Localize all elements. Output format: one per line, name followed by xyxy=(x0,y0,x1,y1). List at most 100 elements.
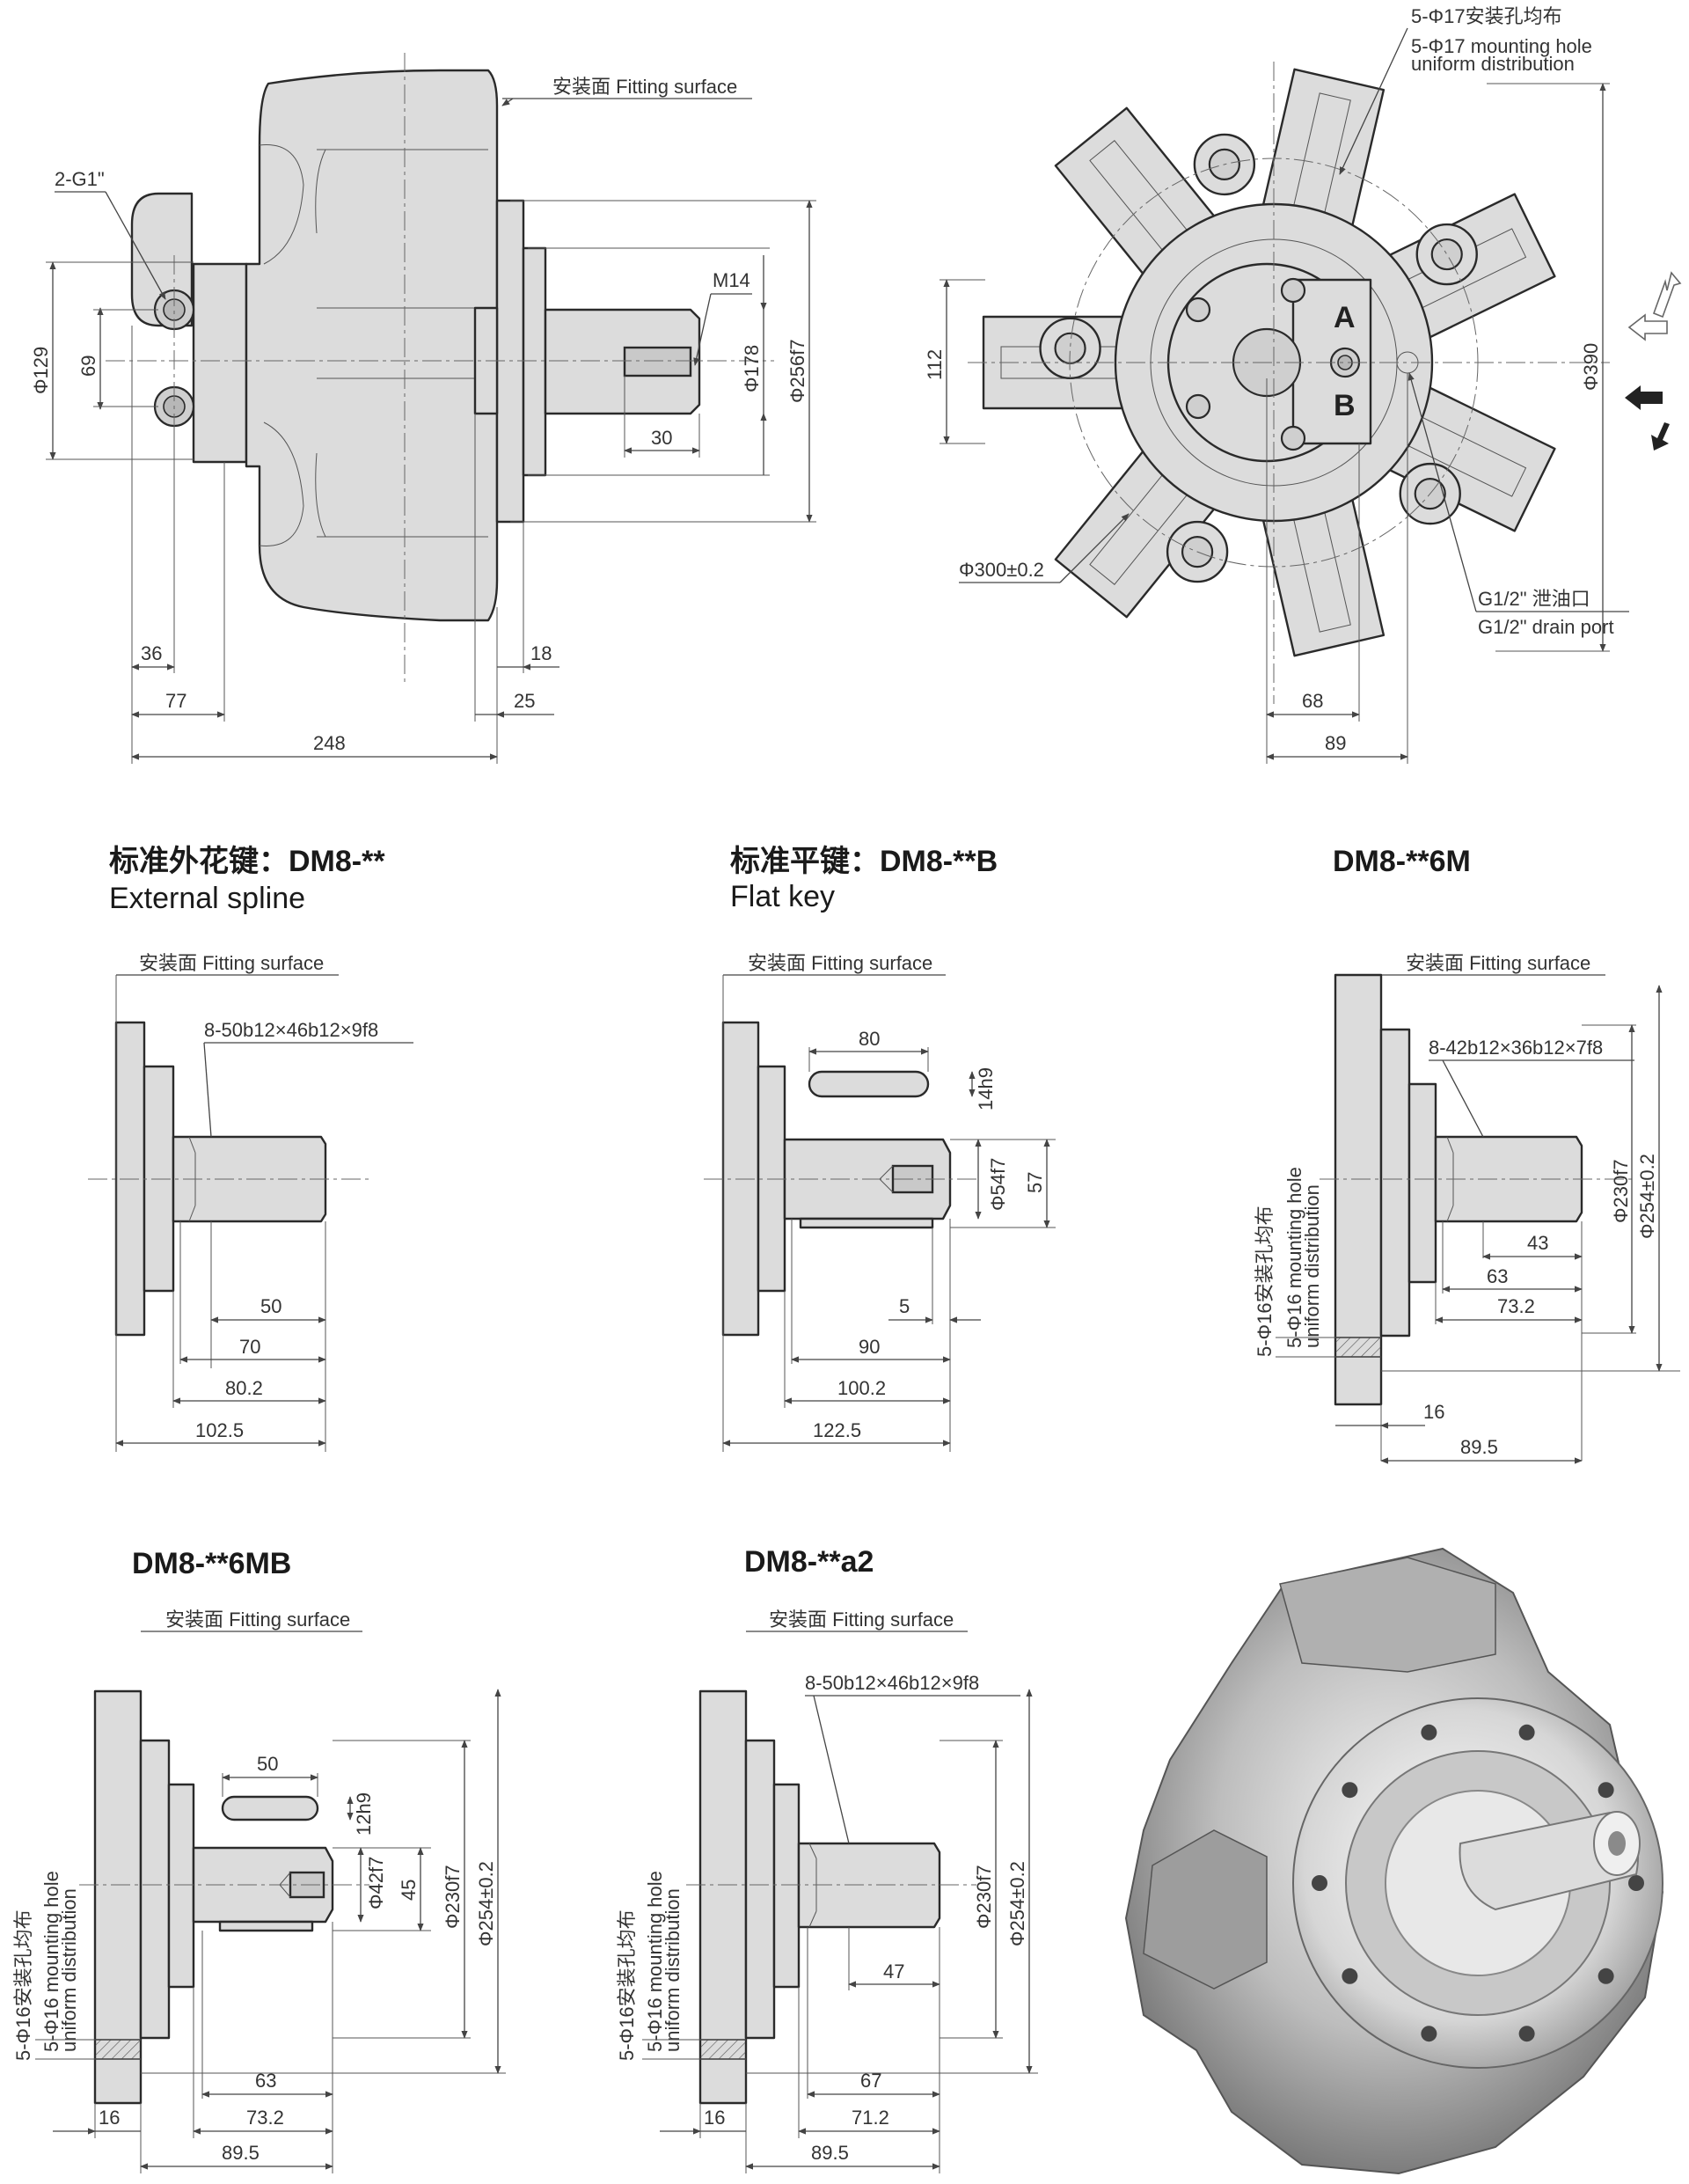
dim-phi390: Φ390 xyxy=(1580,343,1602,391)
svg-text:5: 5 xyxy=(899,1295,910,1317)
side-view-housing xyxy=(245,69,499,622)
variant-a2: DM8-**a2 安装面 Fitting surface 8-50b12×46b… xyxy=(616,1545,1038,2173)
flange-bolt xyxy=(1342,1782,1358,1799)
variant-1-title: 标准外花键：DM8-** xyxy=(109,845,385,878)
mounting-hole xyxy=(1054,332,1086,364)
svg-text:43: 43 xyxy=(1527,1232,1548,1254)
side-view-cylinder-lines xyxy=(315,149,488,538)
svg-text:90: 90 xyxy=(859,1336,880,1358)
variant-5-fitting-surface: 安装面 Fitting surface xyxy=(769,1609,954,1631)
svg-text:5-Φ16 mounting hole: 5-Φ16 mounting hole xyxy=(1283,1167,1305,1348)
dim-phi178: Φ178 xyxy=(741,345,763,392)
dim-18: 18 xyxy=(530,642,552,664)
dim-36: 36 xyxy=(141,642,162,664)
svg-text:45: 45 xyxy=(398,1880,420,1901)
side-view xyxy=(106,53,774,686)
variant-6mb: DM8-**6MB 安装面 Fitting surface 50 12h9 Φ4… xyxy=(12,1547,506,2173)
variant-5-title: DM8-**a2 xyxy=(744,1545,874,1579)
svg-text:5-Φ16安装孔均布: 5-Φ16安装孔均布 xyxy=(616,1909,638,2061)
svg-text:16: 16 xyxy=(1423,1401,1444,1423)
front-view-dimensions: 5-Φ17安装孔均布 5-Φ17 mounting hole uniform d… xyxy=(924,5,1682,764)
svg-text:Φ254±0.2: Φ254±0.2 xyxy=(475,1861,497,1946)
svg-text:uniform distribution: uniform distribution xyxy=(662,1888,684,2052)
svg-text:Φ54f7: Φ54f7 xyxy=(987,1158,1009,1211)
flange-bolt xyxy=(1598,1782,1614,1799)
svg-text:5-Φ16安装孔均布: 5-Φ16安装孔均布 xyxy=(12,1909,34,2061)
variant-1-spline: 8-50b12×46b12×9f8 xyxy=(204,1019,378,1041)
svg-text:16: 16 xyxy=(99,2107,120,2129)
flow-direction-icon xyxy=(1625,271,1682,451)
dim-89: 89 xyxy=(1325,732,1346,754)
mount-holes-cn: 5-Φ17安装孔均布 xyxy=(1411,5,1562,27)
port-b-label: B xyxy=(1334,389,1356,422)
side-view-thread-hole xyxy=(623,346,692,377)
svg-text:80.2: 80.2 xyxy=(225,1377,263,1399)
svg-text:80: 80 xyxy=(859,1028,880,1050)
mount-holes-en-2: uniform distribution xyxy=(1411,53,1575,75)
svg-text:5-Φ16安装孔均布: 5-Φ16安装孔均布 xyxy=(1254,1206,1276,1357)
flange-bolt xyxy=(1598,1968,1614,1984)
svg-text:uniform distribution: uniform distribution xyxy=(58,1888,80,2052)
dim-69: 69 xyxy=(77,355,99,377)
svg-text:122.5: 122.5 xyxy=(813,1419,861,1441)
dim-68: 68 xyxy=(1302,690,1323,712)
variant-4-title: DM8-**6MB xyxy=(132,1547,291,1580)
variant-3-title: DM8-**6M xyxy=(1333,845,1471,878)
variant-6m: DM8-**6M 安装面 Fitting surface 8-42b12×36b… xyxy=(1254,845,1680,1464)
ports-label: 2-G1" xyxy=(55,168,105,190)
svg-text:50: 50 xyxy=(260,1295,282,1317)
svg-text:Φ230f7: Φ230f7 xyxy=(1610,1159,1632,1223)
svg-text:Φ230f7: Φ230f7 xyxy=(973,1865,995,1929)
variant-3-spline: 8-42b12×36b12×7f8 xyxy=(1429,1037,1603,1059)
mount-holes-en-1: 5-Φ17 mounting hole xyxy=(1411,35,1592,57)
variant-1-fitting-surface: 安装面 Fitting surface xyxy=(139,952,324,974)
svg-text:Φ230f7: Φ230f7 xyxy=(442,1865,464,1929)
variant-2-key xyxy=(808,1070,930,1098)
drain-en: G1/2" drain port xyxy=(1478,616,1614,638)
svg-text:12h9: 12h9 xyxy=(353,1792,375,1836)
svg-text:16: 16 xyxy=(704,2107,725,2129)
variant-1-subtitle: External spline xyxy=(109,882,305,915)
svg-text:Φ254±0.2: Φ254±0.2 xyxy=(1636,1154,1658,1239)
variant-4-key xyxy=(221,1795,319,1821)
svg-text:100.2: 100.2 xyxy=(837,1377,886,1399)
svg-text:5-Φ16 mounting hole: 5-Φ16 mounting hole xyxy=(40,1871,62,2052)
side-view-rear-boss xyxy=(192,262,248,464)
svg-text:5-Φ16 mounting hole: 5-Φ16 mounting hole xyxy=(644,1871,666,2052)
svg-text:uniform distribution: uniform distribution xyxy=(1301,1184,1323,1348)
dim-248: 248 xyxy=(313,732,346,754)
variant-2-fitting-surface: 安装面 Fitting surface xyxy=(748,952,932,974)
variant-flat-key: 标准平键：DM8-**B Flat key 安装面 Fitting surfac… xyxy=(704,845,1056,1452)
variant-5-spline: 8-50b12×46b12×9f8 xyxy=(805,1672,979,1694)
dim-77: 77 xyxy=(165,690,186,712)
svg-text:Φ254±0.2: Φ254±0.2 xyxy=(1006,1861,1028,1946)
thread-label: M14 xyxy=(713,269,750,291)
front-view: A B xyxy=(968,62,1610,704)
svg-text:70: 70 xyxy=(239,1336,260,1358)
pcd-label: Φ300±0.2 xyxy=(959,559,1044,581)
svg-text:89.5: 89.5 xyxy=(811,2142,849,2164)
mounting-hole xyxy=(1430,238,1463,271)
dim-phi256: Φ256f7 xyxy=(786,339,808,403)
dim-phi129: Φ129 xyxy=(30,347,52,394)
svg-text:50: 50 xyxy=(257,1753,278,1775)
svg-text:89.5: 89.5 xyxy=(1460,1436,1498,1458)
variant-4-fitting-surface: 安装面 Fitting surface xyxy=(165,1609,350,1631)
dim-30: 30 xyxy=(651,427,672,449)
svg-text:71.2: 71.2 xyxy=(852,2107,889,2129)
variant-external-spline: 标准外花键：DM8-** External spline 安装面 Fitting… xyxy=(88,845,413,1452)
dim-112: 112 xyxy=(924,349,946,380)
side-fitting-surface-label: 安装面 Fitting surface xyxy=(552,76,737,98)
side-view-shaft xyxy=(544,308,701,415)
flange-bolt xyxy=(1312,1875,1327,1891)
svg-text:67: 67 xyxy=(860,2070,881,2092)
flange-bolt xyxy=(1628,1875,1644,1891)
flange-bolt xyxy=(1421,2026,1437,2042)
drain-cn: G1/2" 泄油口 xyxy=(1478,588,1590,610)
svg-text:73.2: 73.2 xyxy=(1497,1295,1535,1317)
svg-text:89.5: 89.5 xyxy=(222,2142,260,2164)
svg-text:63: 63 xyxy=(255,2070,276,2092)
svg-text:73.2: 73.2 xyxy=(246,2107,284,2129)
side-view-housing-edge xyxy=(259,144,304,546)
